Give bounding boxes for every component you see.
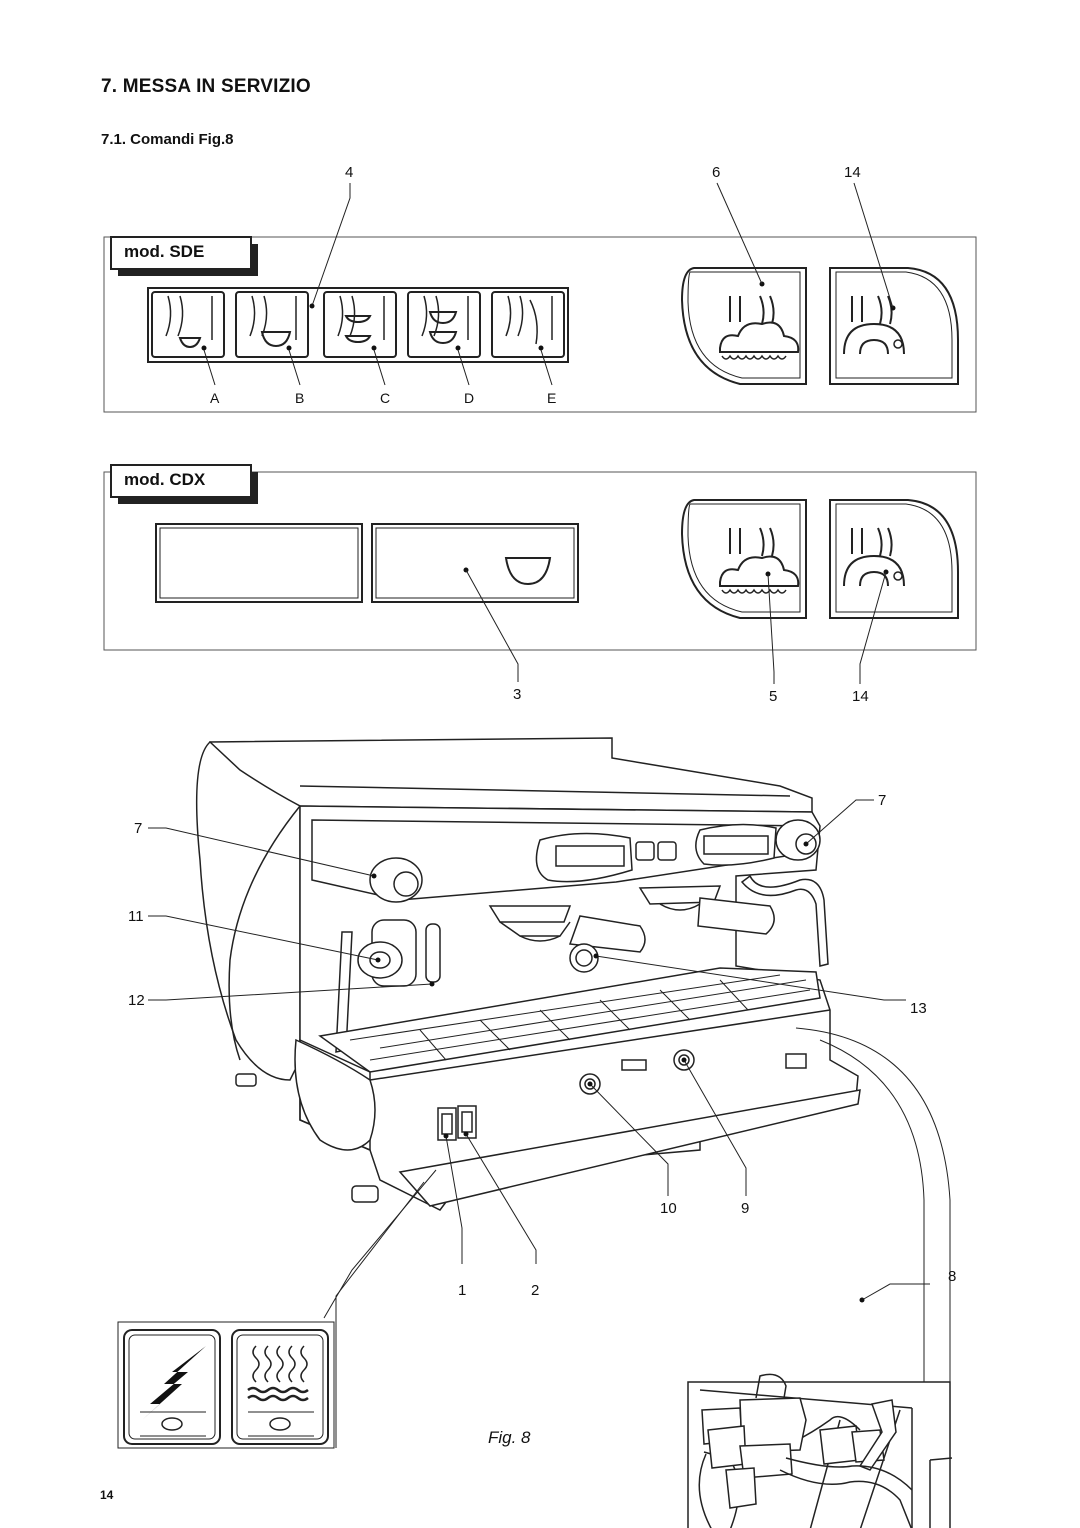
button-c (323, 291, 397, 358)
button-letter-b: B (295, 390, 305, 406)
callout-7-right: 7 (878, 792, 887, 809)
callout-4: 4 (345, 164, 354, 181)
callout-5: 5 (769, 688, 778, 705)
button-letter-c: C (380, 390, 391, 406)
cdx-steam-key (680, 499, 807, 619)
tap-detail (687, 1373, 953, 1528)
cup-small-icon (178, 337, 202, 349)
sde-buttons (151, 291, 565, 358)
panel-label-sde: mod. SDE (124, 242, 205, 261)
button-a (151, 291, 225, 358)
power-lightning-icon (142, 1346, 206, 1420)
cdx-tab-box (110, 464, 258, 504)
callout-14-bottom: 14 (852, 688, 869, 705)
subsection-title: 7.1. Comandi Fig.8 (101, 131, 234, 148)
two-cups-small-icon (344, 315, 372, 324)
callout-1: 1 (458, 1282, 467, 1299)
button-e (491, 291, 565, 358)
cdx-water-key (829, 499, 959, 619)
callout-13: 13 (910, 1000, 927, 1017)
figure-caption: Fig. 8 (488, 1428, 531, 1447)
callout-8: 8 (948, 1268, 957, 1285)
steam-icon (719, 295, 800, 360)
sde-water-key (829, 267, 959, 385)
button-d (407, 291, 481, 358)
callout-10: 10 (660, 1200, 677, 1217)
callout-9: 9 (741, 1200, 750, 1217)
hot-water-icon (843, 295, 905, 355)
callout-14-top: 14 (844, 164, 861, 181)
callout-6: 6 (712, 164, 721, 181)
page-number: 14 (100, 1488, 114, 1502)
callout-12: 12 (128, 992, 145, 1009)
button-letter-d: D (464, 390, 475, 406)
cdx-keypad (155, 523, 579, 603)
callout-3: 3 (513, 686, 522, 703)
button-letter-e: E (547, 390, 557, 406)
switch-icons-panel (117, 1321, 335, 1449)
continuous-flow-icon (529, 299, 538, 345)
callout-2: 2 (531, 1282, 540, 1299)
cup-large-icon (504, 557, 552, 586)
section-title: 7. MESSA IN SERVIZIO (101, 76, 311, 97)
cup-large-icon (260, 331, 292, 348)
sde-tab-box (110, 236, 258, 276)
callout-7-left: 7 (134, 820, 143, 837)
panel-label-cdx: mod. CDX (124, 470, 206, 489)
button-letter-a: A (210, 390, 220, 406)
heating-icon (247, 1345, 309, 1402)
sde-steam-key (680, 267, 807, 385)
button-b (235, 291, 309, 358)
two-cups-large-icon (428, 311, 458, 325)
callout-11: 11 (128, 908, 144, 925)
espresso-machine (195, 737, 861, 1211)
